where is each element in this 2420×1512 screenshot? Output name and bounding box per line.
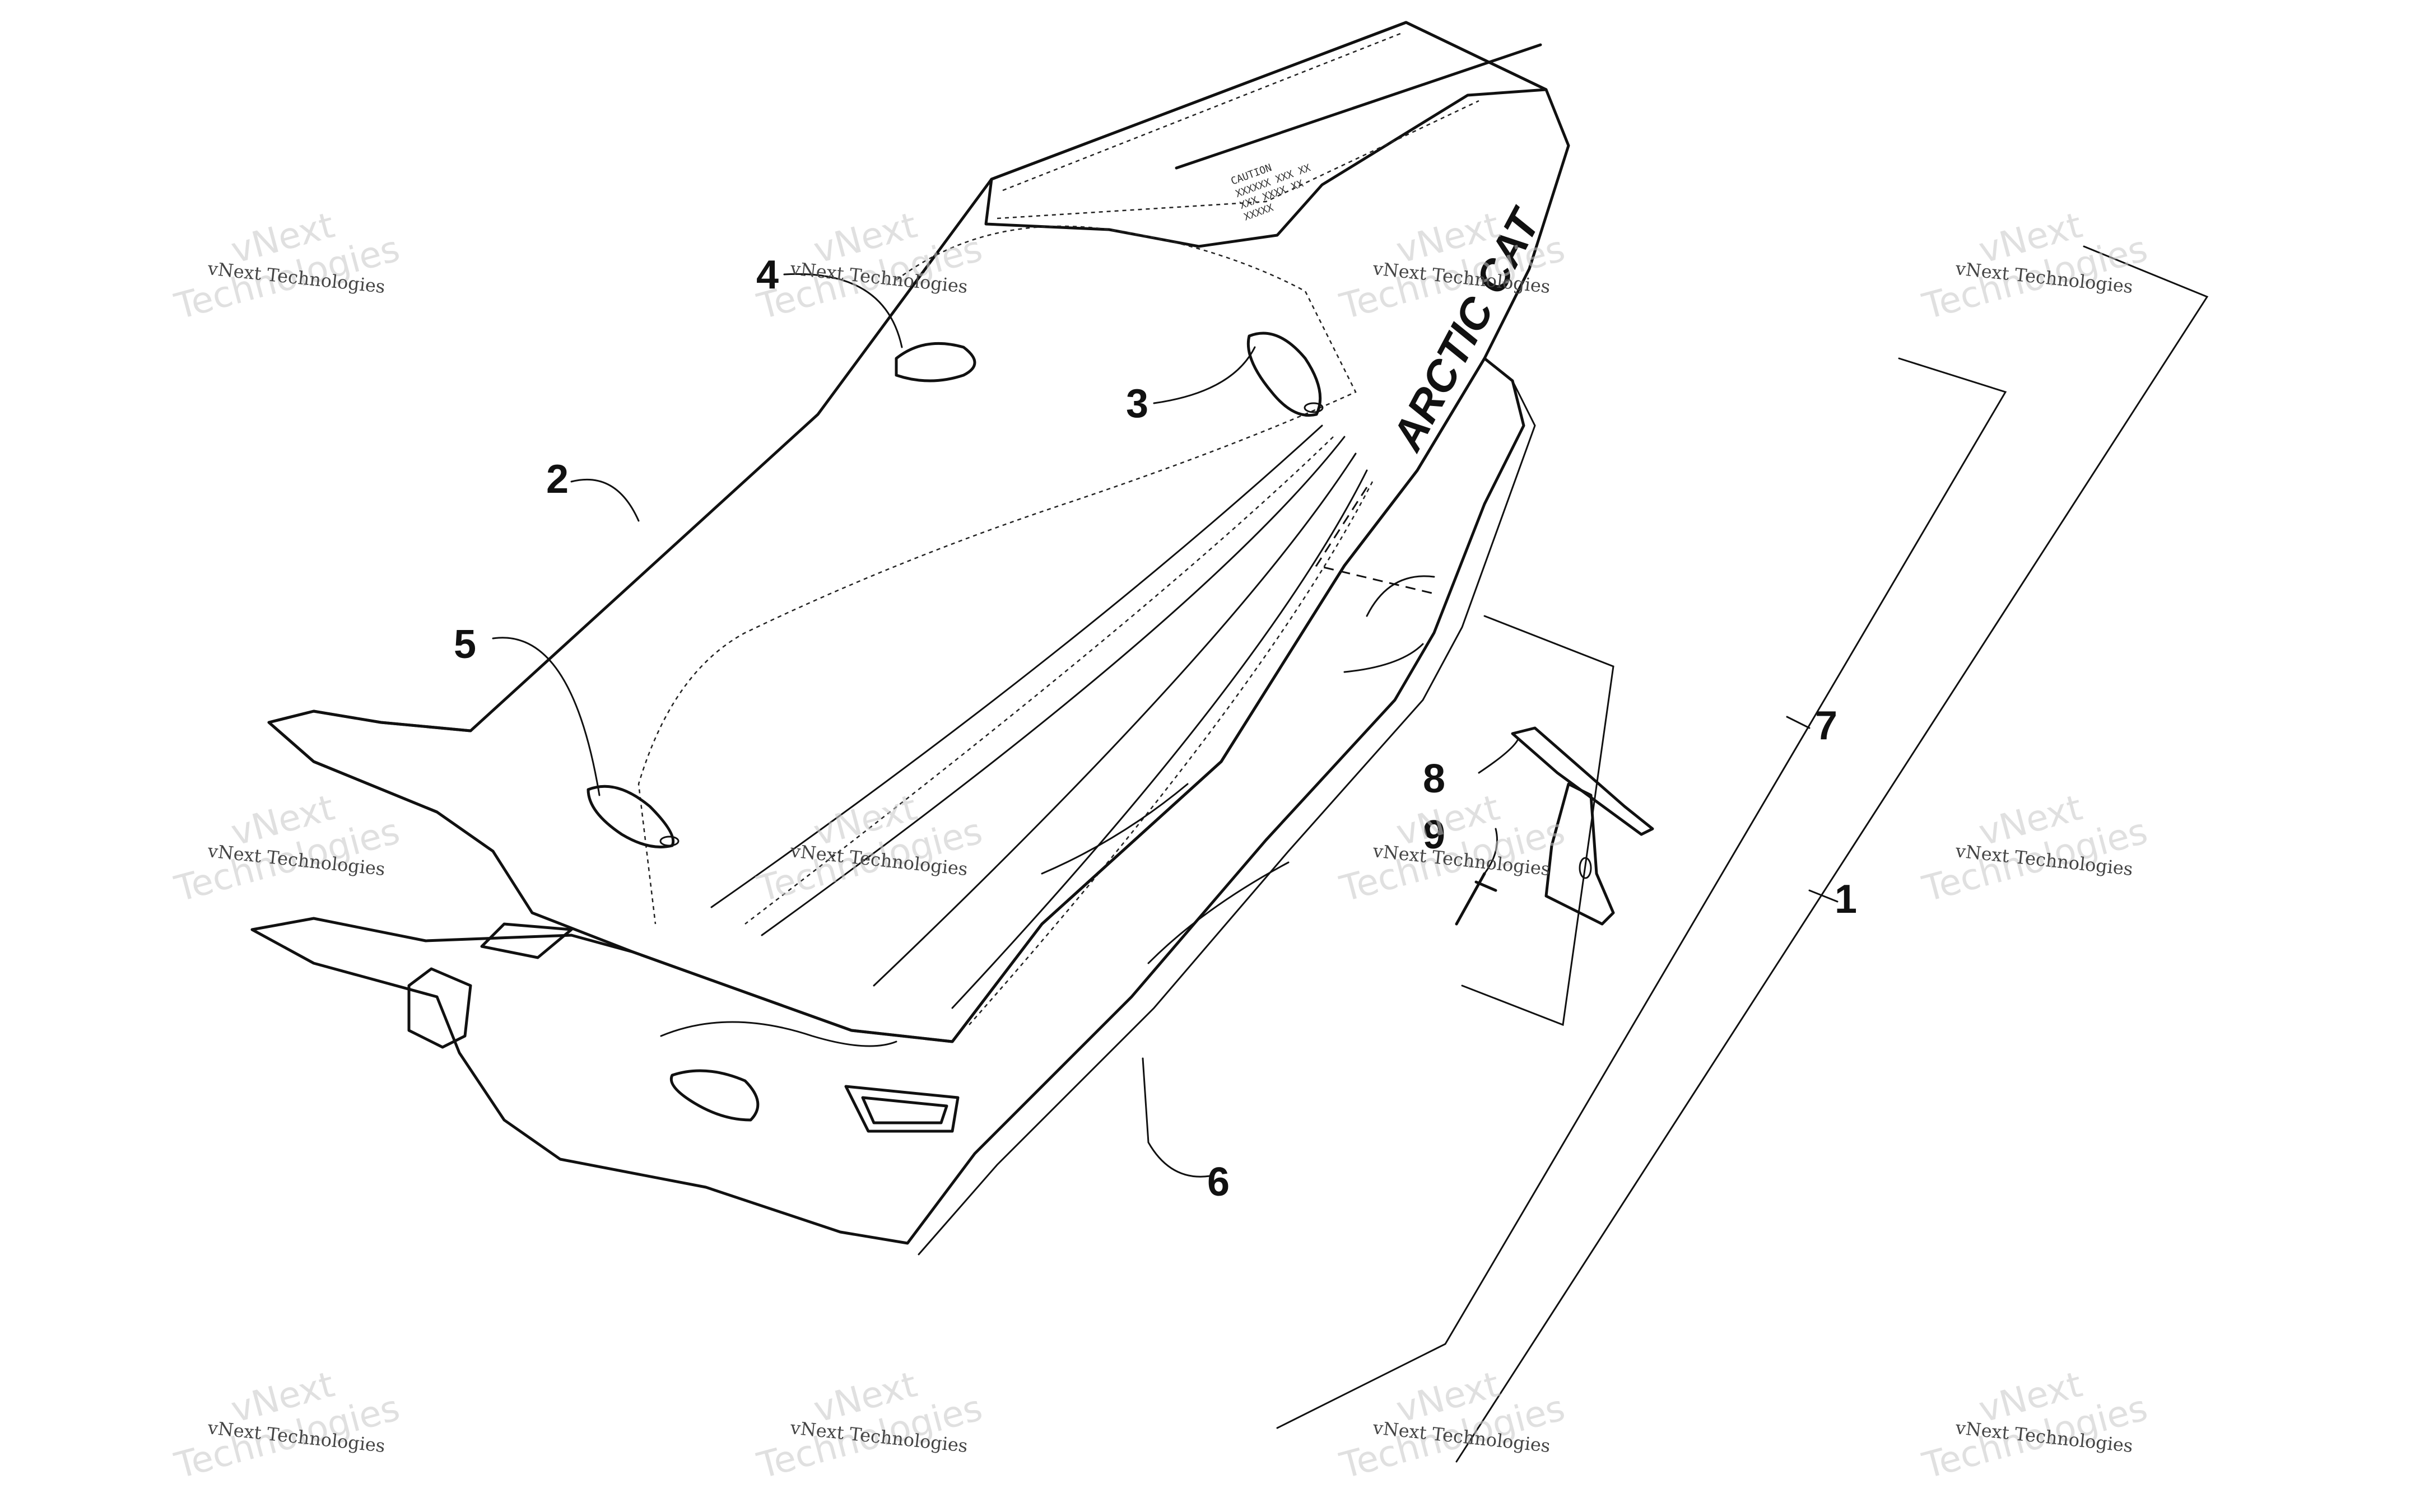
leader-3 [1153,346,1256,404]
callout-8: 8 [1423,757,1445,801]
watermark-grid: vNext Technologies vNext Technologies vN… [170,205,2152,1487]
hand-hold-left [670,1069,760,1122]
seat-side-pleats [710,424,1368,1009]
caution-decal: CAUTION XXXXXX XXX XX XXX XXXX XX XXXXX [1230,162,1313,223]
watermark: vNext Technologies vNext Technologies [1918,1364,2152,1487]
callout-5: 5 [454,622,476,667]
group-bracket-inner [1461,615,1614,1026]
leader-5 [492,637,601,796]
hand-hold-right [844,1085,960,1133]
watermark: vNext Technologies vNext Technologies [170,787,404,911]
foam-pad-3 [1246,332,1322,417]
group-brackets [1276,245,2209,1463]
seat-base-curve [660,575,1435,1047]
leader-7 [1786,716,1811,729]
seat-rear-stitch [997,32,1479,220]
seat-base-pan [250,357,1525,1245]
seat-left-fin [267,710,495,853]
watermark: vNext Technologies vNext Technologies [1335,1364,1569,1487]
seat-base-rim [918,380,1536,1256]
hidden-line [1315,487,1435,595]
watermark: vNext Technologies vNext Technologies [753,1364,986,1487]
callout-7: 7 [1815,703,1837,748]
group-bracket-7 [1276,357,2007,1429]
watermark: vNext Technologies vNext Technologies [1335,787,1569,911]
callouts: 1 2 3 4 5 6 7 8 9 [454,253,1857,1205]
seat-rear-fold [1175,43,1542,170]
bracket-leg [1544,782,1615,926]
callout-1: 1 [1835,877,1857,922]
bracket-plate [1511,726,1654,836]
bracket-hole [1579,857,1592,879]
watermark: vNext Technologies vNext Technologies [1918,205,2152,328]
watermark: vNext Technologies vNext Technologies [170,205,404,328]
leader-6 [1142,1057,1211,1178]
leader-9 [1483,828,1498,875]
seat-rear-section [984,21,1548,248]
foam-pad-4 [895,342,976,382]
callout-9: 9 [1423,813,1445,857]
leader-2 [570,478,640,522]
leader-8 [1478,738,1519,774]
callout-2: 2 [546,457,569,502]
seat-handle-bracket [407,922,573,1049]
watermark: vNext Technologies vNext Technologies [1918,787,2152,911]
watermark: vNext Technologies vNext Technologies [753,205,986,328]
callout-3: 3 [1126,381,1148,426]
foam-pad-3-tab [1304,402,1324,413]
screw-9 [1455,872,1497,926]
seat-top-stitch [637,225,1357,925]
seat-side-stitch [744,436,1374,1025]
callout-4: 4 [756,253,779,297]
foam-pad-5-tab [659,836,680,847]
callout-6: 6 [1207,1160,1230,1205]
leader-lines [492,273,1839,1178]
group-bracket-1 [1455,245,2209,1463]
leader-4 [783,273,903,348]
foam-pad-5 [587,785,675,848]
watermark: vNext Technologies vNext Technologies [170,1364,404,1487]
leader-1 [1808,889,1839,903]
watermark: vNext Technologies vNext Technologies [753,787,986,911]
mount-bracket [1455,726,1654,926]
